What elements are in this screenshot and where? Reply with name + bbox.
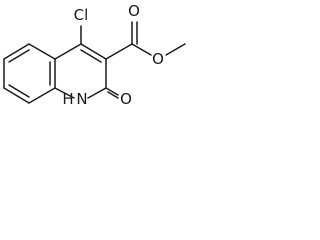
ester-carbonyl-oxygen-label: O <box>128 2 140 20</box>
bond-c2-o-double <box>107 91 119 99</box>
bond-c4-c3-inner <box>80 49 102 63</box>
bond-c2-o-single <box>105 87 119 96</box>
bond-c8-c7-inner <box>8 84 30 98</box>
bond-c5-c4a <box>28 43 56 60</box>
bond-n1-c8a <box>54 87 75 99</box>
chemical-structure-diagram: Cl O O N H O <box>3 2 186 108</box>
bond-c8-c7 <box>3 87 30 104</box>
bond-c4a-c4 <box>54 43 82 60</box>
bond-c8a-c8 <box>28 87 56 104</box>
bond-o-methyl <box>165 43 186 56</box>
nitrogen-hydrogen-label: H <box>62 90 73 108</box>
bond-c2-n1 <box>87 87 107 99</box>
bond-c3-ester-c <box>105 43 133 60</box>
bond-ester-c-o-single <box>131 43 152 56</box>
bond-c6-c5-inner <box>8 49 30 63</box>
chlorine-atom-label: Cl <box>74 6 89 24</box>
bond-c4-c3 <box>80 43 107 60</box>
bond-c6-c5 <box>3 43 30 60</box>
atom-labels: Cl O O N H O <box>62 2 164 108</box>
ester-ether-oxygen-label: O <box>152 50 164 68</box>
ring-nitrogen-label: N <box>76 90 87 108</box>
lactam-oxygen-label: O <box>120 90 132 108</box>
bond-lines <box>3 21 186 104</box>
